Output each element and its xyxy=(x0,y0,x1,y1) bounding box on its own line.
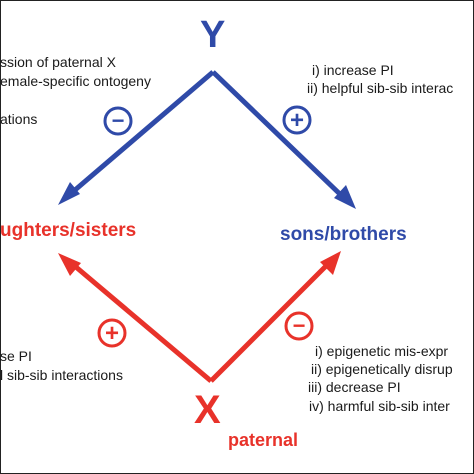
arrow-x-to-daughters xyxy=(68,260,213,383)
annotation-x-right-3: iii) decrease PI xyxy=(308,379,401,395)
plus-circle-blue xyxy=(282,105,312,135)
annotation-x-right-2: ii) epigenetically disrup xyxy=(311,361,453,377)
annotation-y-left-1: ssion of paternal X xyxy=(0,54,116,70)
annotation-x-right-4: iv) harmful sib-sib inter xyxy=(309,398,450,414)
annotation-x-left-2: l sib-sib interactions xyxy=(0,367,123,383)
arrow-y-to-daughters xyxy=(66,70,215,198)
node-x-subscript: paternal xyxy=(228,430,299,450)
annotation-x-left-1: se PI xyxy=(0,348,32,364)
node-sons-brothers: sons/brothers xyxy=(280,224,407,245)
annotation-y-right-2: ii) helpful sib-sib interac xyxy=(307,80,454,96)
node-x: X xyxy=(194,388,221,432)
arrow-y-to-sons xyxy=(211,70,346,200)
arrowhead-y-to-daughters xyxy=(58,182,80,205)
arrowhead-x-to-daughters xyxy=(58,253,81,276)
annotation-y-right-1: i) increase PI xyxy=(312,62,394,78)
minus-circle-blue xyxy=(103,106,133,136)
annotation-y-left-2: emale-specific ontogeny xyxy=(0,73,151,89)
node-y: Y xyxy=(200,14,226,56)
sign-minus-red: − xyxy=(293,313,306,338)
sign-plus-blue: + xyxy=(290,107,304,134)
arrowhead-y-to-sons xyxy=(334,185,356,209)
arrowhead-x-to-sons xyxy=(320,251,341,275)
node-daughters-sisters: ughters/sisters xyxy=(0,220,137,241)
plus-circle-red xyxy=(97,318,127,348)
sign-minus-blue: − xyxy=(112,108,125,133)
sign-plus-red: + xyxy=(105,320,119,347)
arrow-x-to-sons xyxy=(209,260,332,383)
annotation-y-left-3: ations xyxy=(0,111,38,127)
minus-circle-red xyxy=(284,311,314,341)
annotation-x-right-1: i) epigenetic mis-expr xyxy=(315,343,449,359)
